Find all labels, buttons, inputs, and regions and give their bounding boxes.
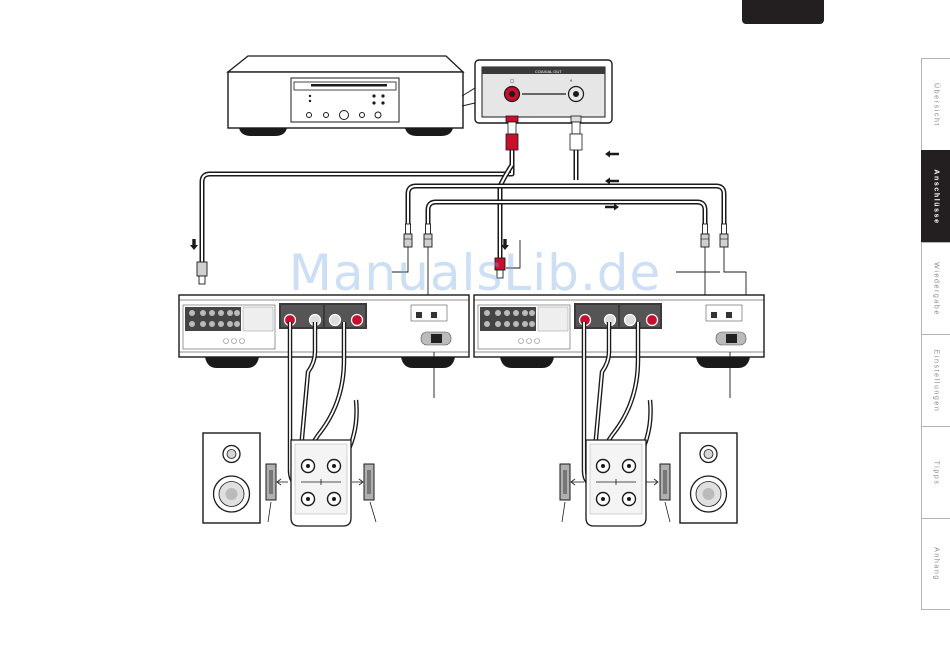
side-tab-label: Anschlüsse [933,169,940,224]
bi-wire-bracket [660,464,670,500]
coaxial-out-label: COAXIAL OUT [535,69,562,74]
svg-text:◻: ◻ [510,78,514,84]
speaker-terminal-left [291,440,351,526]
svg-text:◐: ◐ [570,78,573,84]
arrow-down-icon [190,239,198,250]
speaker-left [203,433,260,523]
amplifier-right [474,295,764,368]
coax-plug-white [570,116,582,150]
coax-plug-red [506,116,518,150]
side-tab-ubersicht[interactable]: Übersicht [921,58,950,150]
amplifier-left [179,295,469,368]
side-tab-wiedergabe[interactable]: Wiedergabe [921,242,950,334]
coaxial-output-inset: COAXIAL OUT ◻ ◐ [475,60,612,123]
side-tab-anschlusse[interactable]: Anschlüsse [921,150,950,242]
bi-wire-bracket [364,464,374,500]
arrow-left-icon [605,151,619,158]
bi-wire-bracket [266,464,276,500]
side-tab-tipps[interactable]: Tipps [921,426,950,518]
input-plug-red [495,258,505,278]
side-navigation: Übersicht Anschlüsse Wiedergabe Einstell… [921,58,950,610]
side-tab-label: Wiedergabe [933,262,940,316]
arrow-left-icon [605,178,619,185]
arrow-right-icon [605,204,619,211]
side-tab-einstellungen[interactable]: Einstellungen [921,334,950,426]
side-tab-label: Tipps [933,460,940,485]
speaker-right [680,433,737,523]
side-tab-label: Übersicht [933,83,940,127]
speaker-terminal-right [586,440,646,526]
input-plug-left [197,262,207,284]
source-player [228,56,463,136]
bi-wire-bracket [560,464,570,500]
side-tab-label: Anhang [933,547,940,581]
side-tab-anhang[interactable]: Anhang [921,518,950,610]
side-tab-label: Einstellungen [933,349,940,412]
cables [202,150,724,262]
